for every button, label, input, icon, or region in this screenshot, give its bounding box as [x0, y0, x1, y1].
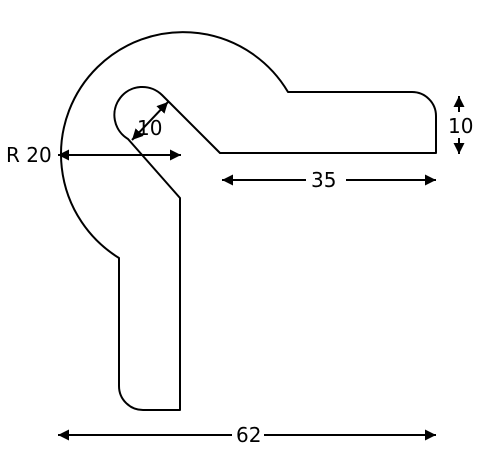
slot-width-label: 10 — [137, 116, 162, 140]
arm-thickness-label-mask — [446, 112, 476, 138]
part-outer-outline — [60, 31, 437, 411]
radius-label: R 20 — [6, 143, 52, 167]
arm-thickness-label: 10 — [448, 114, 473, 138]
overall-width-label: 62 — [236, 423, 261, 447]
slot-width-dimension-line — [131, 101, 169, 141]
arm-length-label: 35 — [311, 168, 336, 192]
